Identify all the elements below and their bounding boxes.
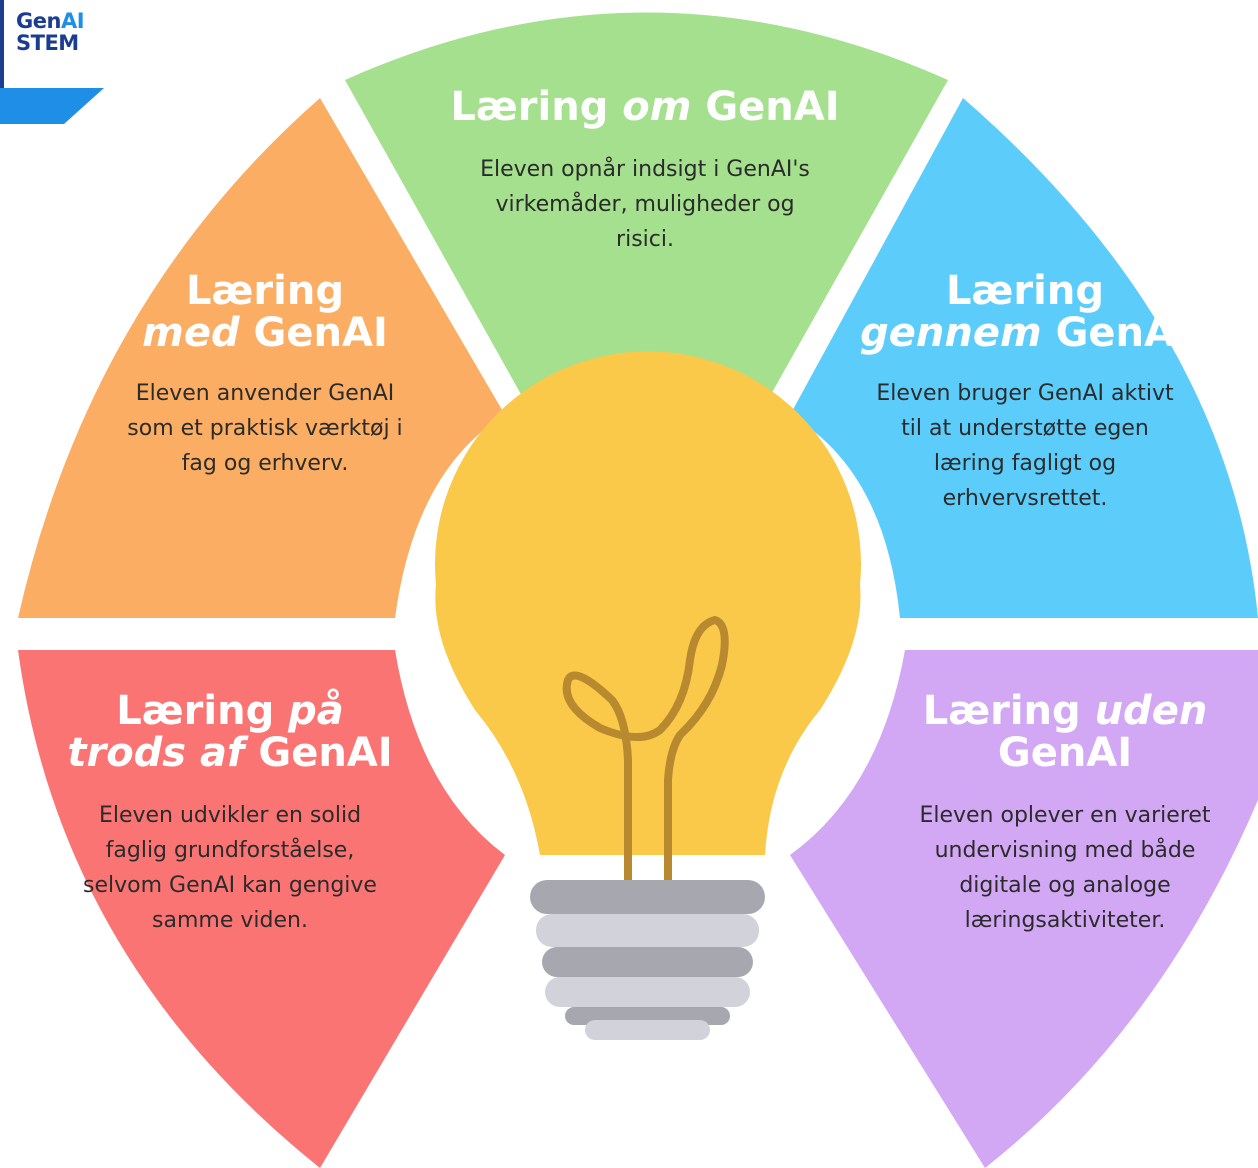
segment-gennem: Læring gennem GenAI Eleven bruger GenAI … [850, 270, 1200, 516]
segment-description: Eleven bruger GenAI aktivt til at unders… [876, 381, 1174, 511]
bulb-base-ring [536, 914, 759, 947]
bulb-base-ring [542, 947, 753, 977]
logo-stripe [0, 88, 104, 124]
logo-text-ai: AI [60, 9, 85, 33]
segment-om: Læring om GenAI Eleven opnår indsigt i G… [430, 86, 860, 257]
genai-stem-logo: GenAI STEM [0, 0, 110, 130]
segment-paa-trods: Læring på trods af GenAI Eleven udvikler… [30, 690, 430, 938]
bulb-base-ring [530, 880, 765, 914]
segment-description: Eleven oplever en varieret undervisning … [919, 803, 1211, 933]
segment-uden: Læring uden GenAI Eleven oplever en vari… [880, 690, 1250, 938]
bulb-filament [562, 615, 729, 884]
segment-paa-trods-shape [18, 650, 505, 1168]
logo-bar [0, 0, 4, 92]
segment-uden-shape [790, 650, 1258, 1168]
segment-title: Læring uden GenAI [922, 688, 1208, 776]
segment-om-shape [345, 12, 948, 405]
bulb-base-ring [545, 977, 750, 1007]
segment-med: Læring med GenAI Eleven anvender GenAI s… [100, 270, 430, 481]
logo-wordmark: GenAI STEM [16, 9, 85, 55]
segment-title: Læring på trods af GenAI [67, 688, 393, 776]
segment-title: Læring om GenAI [450, 84, 840, 130]
logo-text-stem: STEM [16, 31, 79, 55]
lightbulb-icon [435, 351, 861, 1040]
segment-title: Læring gennem GenAI [860, 268, 1190, 356]
bulb-base-tip [585, 1020, 710, 1040]
segment-description: Eleven udvikler en solid faglig grundfor… [83, 803, 377, 933]
segment-description: Eleven anvender GenAI som et praktisk væ… [127, 381, 403, 476]
segment-description: Eleven opnår indsigt i GenAI's virkemåde… [480, 157, 810, 252]
segment-title: Læring med GenAI [142, 268, 388, 356]
bulb-glass [435, 351, 861, 855]
segment-gennem-shape [790, 98, 1258, 618]
logo-text-gen: Gen [16, 9, 61, 33]
segment-med-shape [18, 98, 505, 618]
